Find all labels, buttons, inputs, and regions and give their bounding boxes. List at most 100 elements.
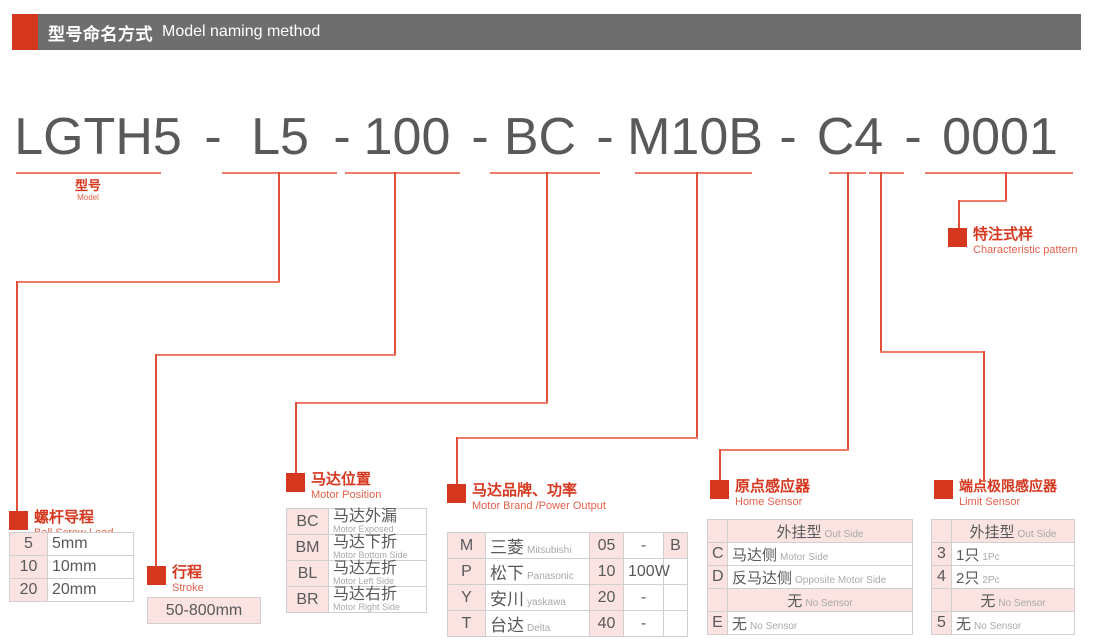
leader-motorbrand-v1 <box>696 172 698 438</box>
callout-motor-brand-cn: 马达品牌、功率 <box>472 482 578 499</box>
callout-model-en: Model <box>77 193 99 202</box>
callout-motor-brand-en: Motor Brand /Power Output <box>472 500 606 512</box>
motor-power-code-cell: 10 <box>589 558 624 585</box>
code-segment-characteristic: 0001 <box>942 108 1058 166</box>
motor-position-code-cell: BR <box>286 586 329 613</box>
bullet-square-icon <box>934 480 953 499</box>
leader-motorbrand-h <box>456 437 698 439</box>
motor-suffix-cell <box>663 558 688 585</box>
leader-lead-h <box>16 281 280 283</box>
motor-position-code-cell: BC <box>286 508 329 535</box>
callout-limit-sensor-en: Limit Sensor <box>959 496 1021 508</box>
home-sensor-code-cell: C <box>707 542 728 566</box>
leader-lead-v2 <box>16 281 18 511</box>
motor-position-code-cell: BM <box>286 534 329 561</box>
code-segment-model: LGTH5 <box>14 108 182 166</box>
leader-stroke-v2 <box>155 354 157 566</box>
bullet-square-icon <box>948 228 967 247</box>
leader-homesensor-v1 <box>847 172 849 450</box>
callout-stroke: 行程 Stroke <box>147 564 204 595</box>
leader-homesensor-h <box>719 449 849 451</box>
motor-suffix-cell <box>663 610 688 637</box>
limit-sensor-code-cell: 4 <box>931 565 952 589</box>
code-segment-sensor: C4 <box>816 108 884 166</box>
code-separator-2: - <box>333 108 351 166</box>
underline-model <box>16 172 161 174</box>
code-separator-3: - <box>471 108 489 166</box>
motor-brand-code-cell: M <box>447 532 486 559</box>
leader-motorpos-v2 <box>295 402 297 473</box>
callout-motor-brand: 马达品牌、功率 Motor Brand /Power Output <box>447 482 606 513</box>
code-separator-4: - <box>596 108 614 166</box>
code-segment-stroke: 100 <box>363 108 451 166</box>
leader-characteristic-v1 <box>1005 172 1007 202</box>
motor-power-code-cell: 05 <box>589 532 624 559</box>
callout-model-cn: 型号 <box>74 178 101 193</box>
leader-limitsensor-v2 <box>983 351 985 480</box>
home-sensor-code-cell: D <box>707 565 728 589</box>
motor-power-value-cell: 100W <box>623 558 670 585</box>
callout-limit-sensor: 端点极限感应器 Limit Sensor <box>934 478 1057 509</box>
motor-power-value-cell: - <box>623 584 664 611</box>
callout-characteristic-en: Characteristic pattern <box>973 244 1078 256</box>
header-title-en: Model naming method <box>162 23 321 40</box>
leader-limitsensor-v1 <box>880 172 882 352</box>
limit-sensor-code-cell <box>931 588 952 612</box>
leader-lead-v1 <box>278 172 280 282</box>
lead-value-cell: 20mm <box>47 578 134 602</box>
motor-power-value-cell: - <box>623 532 664 559</box>
leader-limitsensor-h <box>880 351 985 353</box>
limit-sensor-code-cell <box>931 519 952 543</box>
motor-brand-code-cell: T <box>447 610 486 637</box>
motor-power-code-cell: 40 <box>589 610 624 637</box>
code-separator-5: - <box>779 108 797 166</box>
home-sensor-code-cell <box>707 519 728 543</box>
limit-sensor-code-cell: 3 <box>931 542 952 566</box>
bullet-square-icon <box>447 484 466 503</box>
lead-code-cell: 10 <box>9 555 48 579</box>
callout-characteristic: 特注式样 Characteristic pattern <box>948 226 1078 257</box>
callout-home-sensor-en: Home Sensor <box>735 496 803 508</box>
code-segment-motorpos: BC <box>503 108 577 166</box>
header-bar <box>12 14 1081 50</box>
code-separator-1: - <box>204 108 222 166</box>
leader-homesensor-v2 <box>719 449 721 480</box>
motor-power-code-cell: 20 <box>589 584 624 611</box>
callout-motor-position-en: Motor Position <box>311 489 382 501</box>
callout-motor-position: 马达位置 Motor Position <box>286 471 381 502</box>
